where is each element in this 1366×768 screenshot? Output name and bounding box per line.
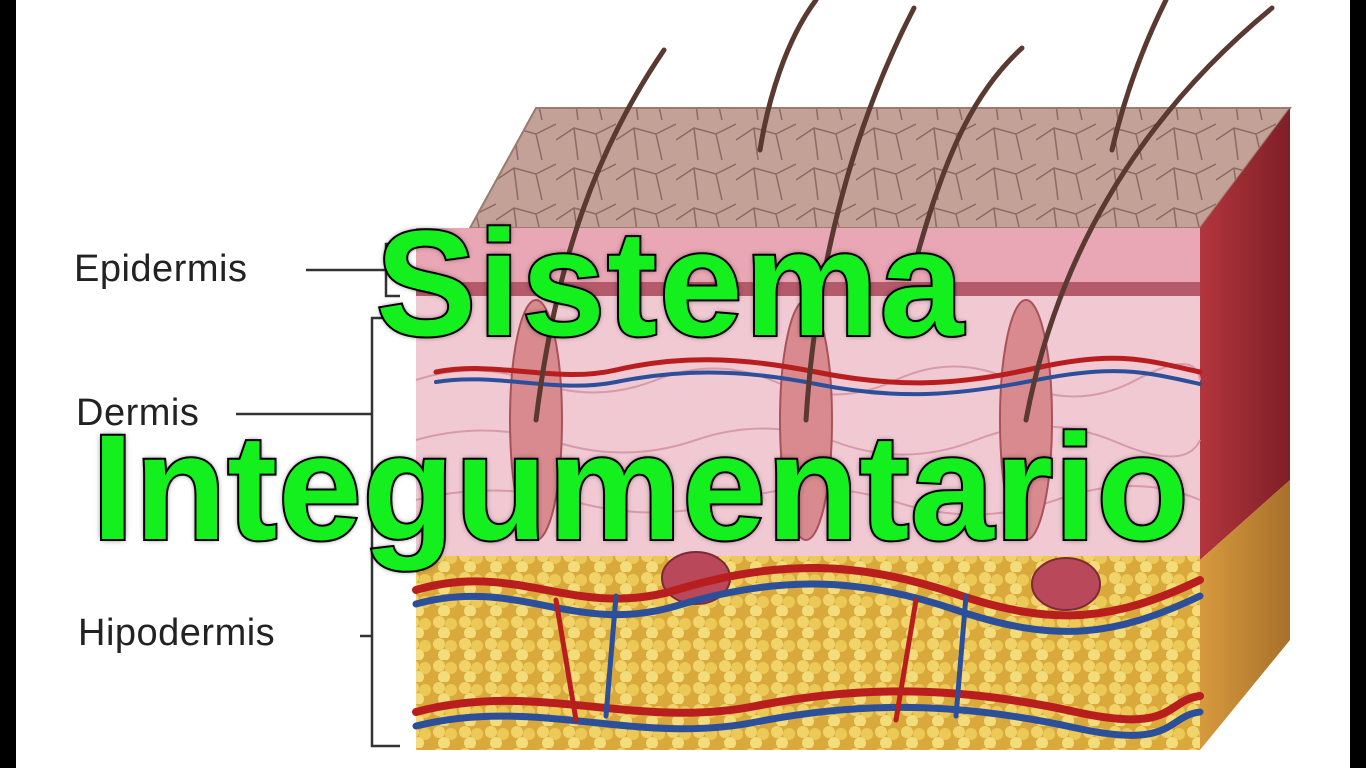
image-frame: Epidermis Dermis Hipodermis Sistema Inte… bbox=[16, 0, 1350, 768]
label-hypodermis: Hipodermis bbox=[78, 612, 275, 655]
title-line-1: Sistema bbox=[376, 208, 965, 358]
label-epidermis: Epidermis bbox=[74, 248, 247, 291]
title-line-2: Integumentario bbox=[92, 412, 1189, 562]
